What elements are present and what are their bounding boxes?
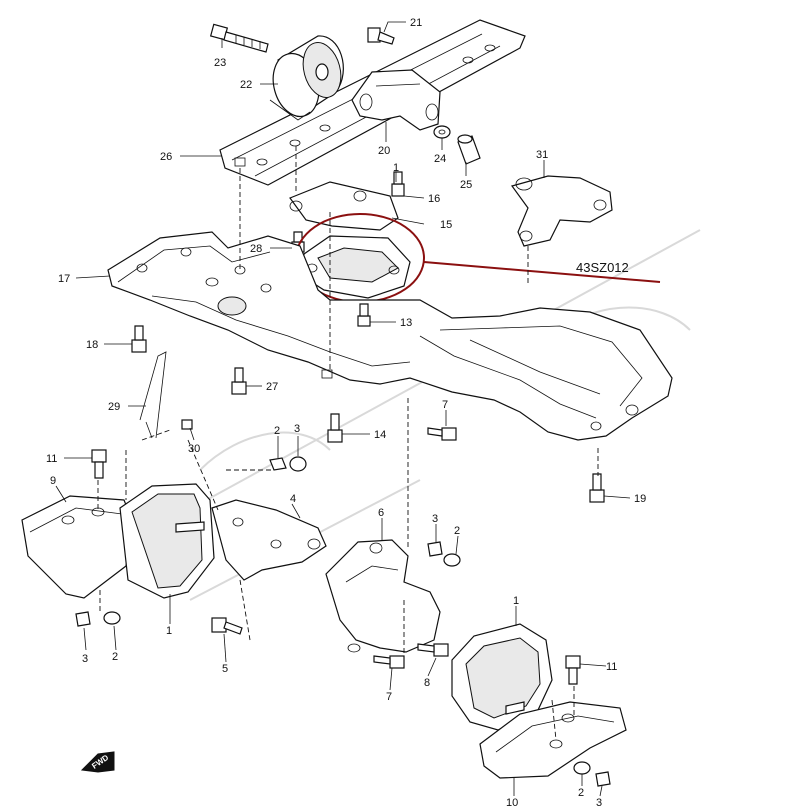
highlighted-insulator bbox=[301, 235, 411, 299]
bolt-5 bbox=[211, 617, 243, 635]
bracket-29 bbox=[139, 351, 167, 439]
bracket-6 bbox=[325, 539, 441, 653]
nut-3-upper bbox=[289, 456, 307, 472]
callout-23: 23 bbox=[214, 57, 226, 69]
callout-15: 15 bbox=[440, 219, 452, 231]
washer-2-lower-left bbox=[103, 611, 121, 625]
callout-3-lower-left: 3 bbox=[82, 653, 88, 665]
callout-2-upper: 2 bbox=[274, 425, 280, 437]
bolt-14 bbox=[327, 413, 343, 443]
collar-25 bbox=[457, 134, 481, 165]
callout-29: 29 bbox=[108, 401, 120, 413]
callout-7-lower: 7 bbox=[386, 691, 392, 703]
washer-24 bbox=[433, 125, 451, 139]
nut-2-upper bbox=[269, 457, 287, 471]
bolt-19 bbox=[589, 473, 605, 503]
callout-30: 30 bbox=[188, 443, 200, 455]
bracket-31 bbox=[511, 175, 613, 247]
bolt-18 bbox=[131, 325, 147, 353]
callout-31: 31 bbox=[536, 149, 548, 161]
washer-2-bottom bbox=[573, 761, 591, 775]
callout-1-left: 1 bbox=[166, 625, 172, 637]
callout-27: 27 bbox=[266, 381, 278, 393]
callout-3-middle: 3 bbox=[432, 513, 438, 525]
highlight-leader-line bbox=[423, 261, 661, 283]
bracket-9 bbox=[21, 495, 133, 599]
callout-1-top: 1 bbox=[393, 162, 399, 174]
nut-3-lower-left bbox=[75, 611, 91, 627]
insulator-stud bbox=[175, 521, 205, 533]
bolt-30 bbox=[181, 419, 193, 430]
callout-4: 4 bbox=[290, 493, 296, 505]
callout-6: 6 bbox=[378, 507, 384, 519]
bolt-8 bbox=[417, 643, 449, 657]
mount-insulator-left bbox=[119, 483, 215, 599]
callout-3-bottom: 3 bbox=[596, 797, 602, 809]
callout-11-left: 11 bbox=[46, 453, 57, 465]
bolt-7-upper bbox=[427, 427, 457, 441]
mount-bushing bbox=[269, 35, 344, 121]
callout-1-right: 1 bbox=[513, 595, 519, 607]
callout-25: 25 bbox=[460, 179, 472, 191]
washer-2-middle bbox=[443, 553, 461, 567]
nut-3-bottom bbox=[595, 771, 611, 787]
callout-22: 22 bbox=[240, 79, 252, 91]
nut-3-middle bbox=[427, 541, 443, 557]
bolt-13 bbox=[357, 303, 371, 327]
bracket-20 bbox=[351, 69, 441, 131]
callout-7-upper: 7 bbox=[442, 399, 448, 411]
callout-2-middle: 2 bbox=[454, 525, 460, 537]
callout-26: 26 bbox=[160, 151, 172, 163]
callout-13: 13 bbox=[400, 317, 412, 329]
bolt-11-right bbox=[565, 655, 581, 685]
reference-code-label: 43SZ012 bbox=[576, 260, 629, 275]
main-crossmember bbox=[107, 231, 673, 441]
callout-24: 24 bbox=[434, 153, 446, 165]
callout-21: 21 bbox=[410, 17, 422, 29]
bolt-27 bbox=[231, 367, 247, 395]
callout-10: 10 bbox=[506, 797, 518, 809]
bolt-7-lower bbox=[373, 655, 405, 669]
callout-11-right: 11 bbox=[606, 661, 617, 673]
bolt-11-left bbox=[91, 449, 107, 479]
forward-direction-arrow: FWD bbox=[80, 751, 115, 773]
callout-2-bottom: 2 bbox=[578, 787, 584, 799]
callout-5: 5 bbox=[222, 663, 228, 675]
long-bolt bbox=[209, 23, 269, 53]
assembly-guide-lines bbox=[97, 146, 599, 741]
callout-2-lower-left: 2 bbox=[112, 651, 118, 663]
bolt-16 bbox=[391, 171, 405, 197]
callout-17: 17 bbox=[58, 273, 70, 285]
rear-mount-bracket bbox=[289, 181, 399, 231]
callout-leaders bbox=[55, 21, 631, 797]
callout-16: 16 bbox=[428, 193, 440, 205]
bolt-21 bbox=[367, 27, 395, 45]
callout-18: 18 bbox=[86, 339, 98, 351]
callout-28: 28 bbox=[250, 243, 262, 255]
callout-labels: 21 23 22 20 24 25 26 31 1 16 15 28 17 13… bbox=[46, 17, 646, 809]
bracket-10 bbox=[479, 701, 627, 779]
callout-3-upper: 3 bbox=[294, 423, 300, 435]
callout-14: 14 bbox=[374, 429, 386, 441]
mount-insulator-right bbox=[451, 623, 553, 731]
callout-8: 8 bbox=[424, 677, 430, 689]
callout-9: 9 bbox=[50, 475, 56, 487]
callout-19: 19 bbox=[634, 493, 646, 505]
callout-20: 20 bbox=[378, 145, 390, 157]
bracket-4 bbox=[211, 499, 327, 581]
